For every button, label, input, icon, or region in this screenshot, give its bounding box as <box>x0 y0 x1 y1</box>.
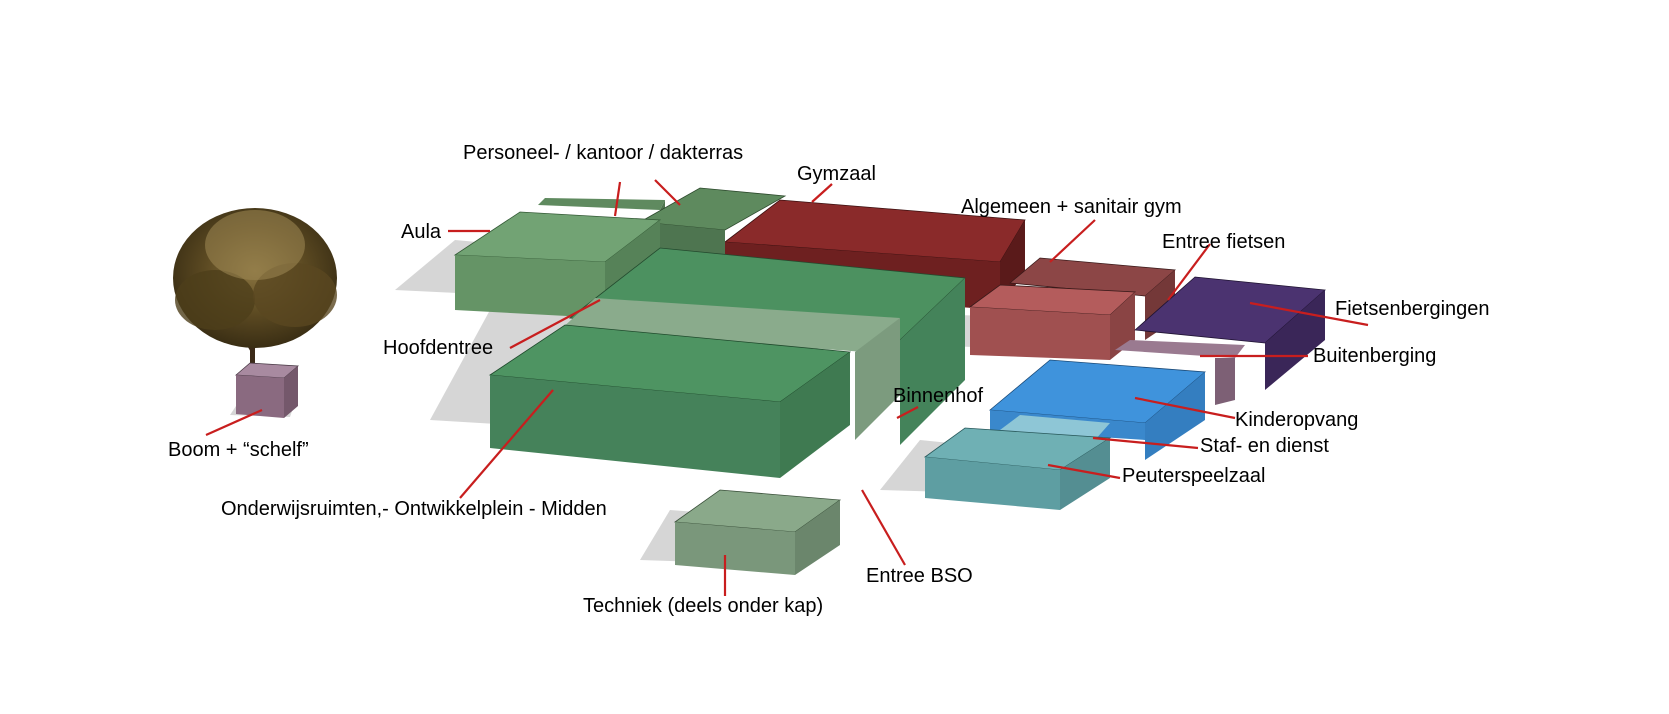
label-techniek: Techniek (deels onder kap) <box>583 595 823 617</box>
tree-illustration <box>173 208 337 380</box>
block-buitenberging <box>1115 340 1245 405</box>
leader-lines <box>205 179 1369 596</box>
label-staf: Staf- en dienst <box>1200 435 1329 457</box>
label-boom: Boom + “schelf” <box>168 439 309 461</box>
block-onderwijs <box>488 324 852 478</box>
label-personeel: Personeel- / kantoor / dakterras <box>463 142 743 164</box>
block-algemeen-front <box>968 284 1136 360</box>
label-gymzaal: Gymzaal <box>797 163 876 185</box>
block-hoofdentree <box>560 298 900 440</box>
block-peuterspeelzaal <box>923 427 1112 510</box>
label-entree-bso: Entree BSO <box>866 565 973 587</box>
label-aula: Aula <box>401 221 442 243</box>
labels: Personeel- / kantoor / dakterras Gymzaal… <box>168 142 1490 617</box>
block-techniek <box>673 489 842 575</box>
label-buitenberging: Buitenberging <box>1313 345 1436 367</box>
label-entree-fietsen: Entree fietsen <box>1162 231 1285 253</box>
block-schelf <box>234 362 300 418</box>
label-onderwijs: Onderwijsruimten,- Ontwikkelplein - Midd… <box>221 498 607 520</box>
label-fietsenbergingen: Fietsenbergingen <box>1335 298 1490 320</box>
label-kinderopvang: Kinderopvang <box>1235 409 1358 431</box>
label-hoofdentree: Hoofdentree <box>383 337 493 359</box>
block-staf <box>1000 415 1110 440</box>
label-peuterspeelzaal: Peuterspeelzaal <box>1122 465 1265 487</box>
label-binnenhof: Binnenhof <box>893 385 984 407</box>
label-algemeen: Algemeen + sanitair gym <box>961 196 1182 218</box>
